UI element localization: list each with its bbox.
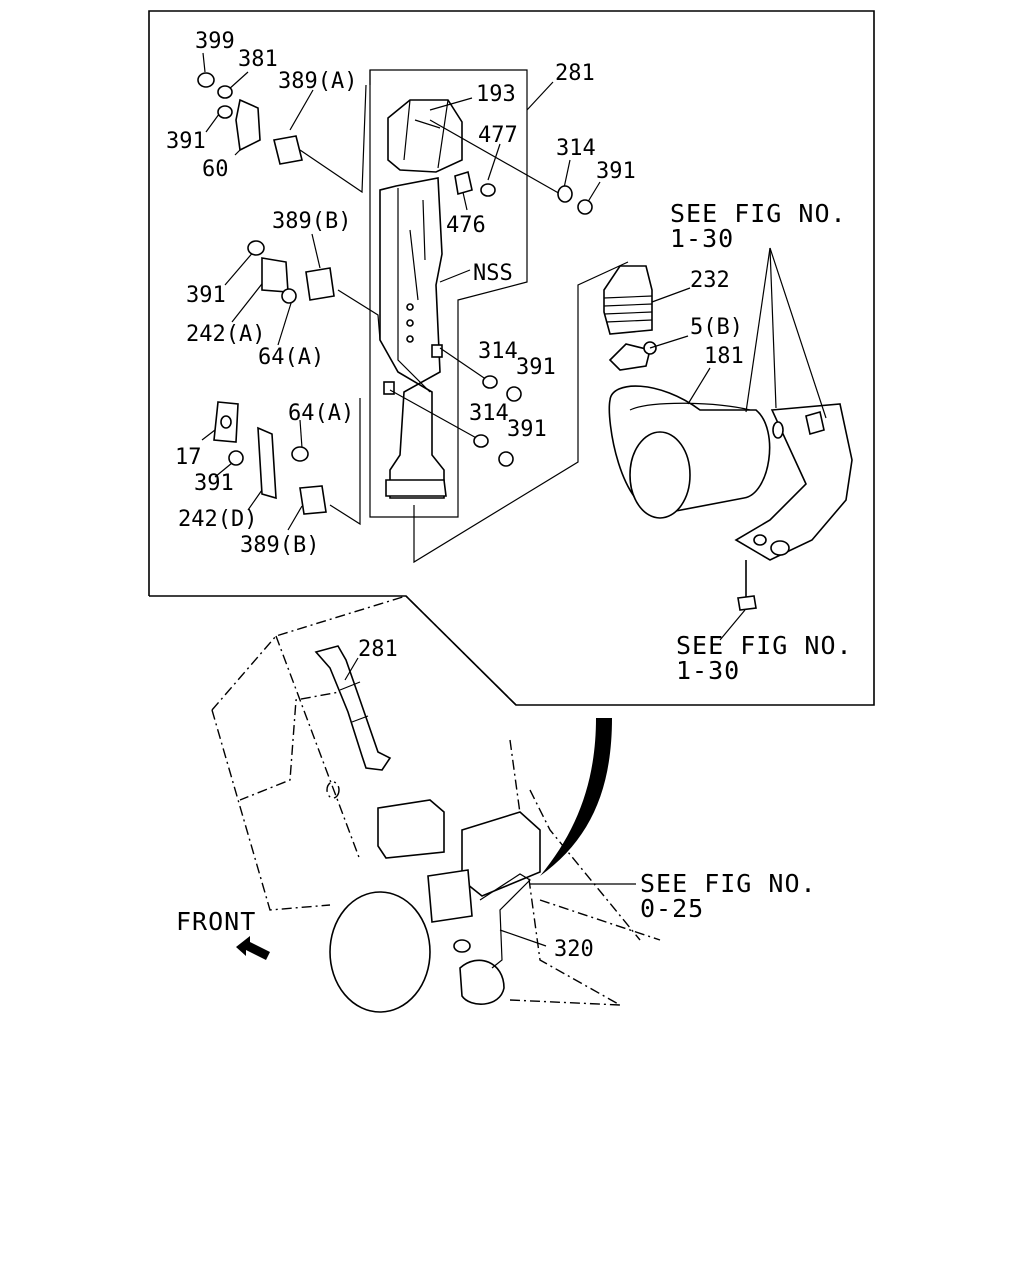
label-399: 399 xyxy=(195,29,235,54)
see-fig-ref-3: SEE FIG NO. xyxy=(640,869,817,898)
label-314-b: 314 xyxy=(478,339,518,364)
label-281-top: 281 xyxy=(555,61,595,86)
snorkel-281 xyxy=(379,99,463,499)
see-fig-ref-1-number: 1-30 xyxy=(670,224,734,253)
hardware-top-left xyxy=(197,72,303,165)
label-242d: 242(D) xyxy=(178,507,257,532)
label-64a-top: 64(A) xyxy=(258,345,324,370)
arrow-left-icon xyxy=(236,936,270,960)
label-60: 60 xyxy=(202,157,229,182)
see-fig-ref-2-number: 1-30 xyxy=(676,656,740,685)
hardware-middle-right xyxy=(473,375,522,467)
vehicle-snorkel-281 xyxy=(314,645,392,771)
label-476: 476 xyxy=(446,213,486,238)
label-193: 193 xyxy=(476,82,516,107)
snorkel-group-bracket xyxy=(369,69,528,518)
label-391-d: 391 xyxy=(516,355,556,380)
label-391-b: 391 xyxy=(596,159,636,184)
label-181: 181 xyxy=(704,344,744,369)
air-cleaner-assembly xyxy=(603,265,853,561)
see-fig-ref-2: SEE FIG NO. xyxy=(676,631,853,660)
label-381: 381 xyxy=(238,47,278,72)
label-389b-top: 389(B) xyxy=(272,209,351,234)
front-label: FRONT xyxy=(176,907,256,936)
label-64a-mid: 64(A) xyxy=(288,401,354,426)
label-391-a: 391 xyxy=(166,129,206,154)
label-389b-bottom: 389(B) xyxy=(240,533,319,558)
detail-frame xyxy=(148,10,875,706)
label-477: 477 xyxy=(478,123,518,148)
hardware-snorkel-fasteners xyxy=(454,170,593,215)
label-391-e: 391 xyxy=(507,417,547,442)
see-fig-ref-1: SEE FIG NO. xyxy=(670,199,847,228)
label-nss: NSS xyxy=(473,261,513,286)
label-281-lower: 281 xyxy=(358,637,398,662)
label-232: 232 xyxy=(690,268,730,293)
label-320: 320 xyxy=(554,937,594,962)
label-5b: 5(B) xyxy=(690,315,743,340)
vehicle-cab-outline xyxy=(211,595,661,1006)
label-314-a: 314 xyxy=(556,136,596,161)
label-389a: 389(A) xyxy=(278,69,357,94)
label-242a: 242(A) xyxy=(186,322,265,347)
hardware-middle-left xyxy=(247,240,335,304)
bottom-bolt xyxy=(737,560,757,611)
label-17: 17 xyxy=(175,445,202,470)
vehicle-engine-area xyxy=(329,799,541,1013)
label-391-c: 391 xyxy=(186,283,226,308)
label-314-c: 314 xyxy=(469,401,509,426)
hardware-lower-left xyxy=(213,401,327,515)
callout-swoosh xyxy=(540,718,612,876)
label-391-f: 391 xyxy=(194,471,234,496)
see-fig-ref-3-number: 0-25 xyxy=(640,894,704,923)
